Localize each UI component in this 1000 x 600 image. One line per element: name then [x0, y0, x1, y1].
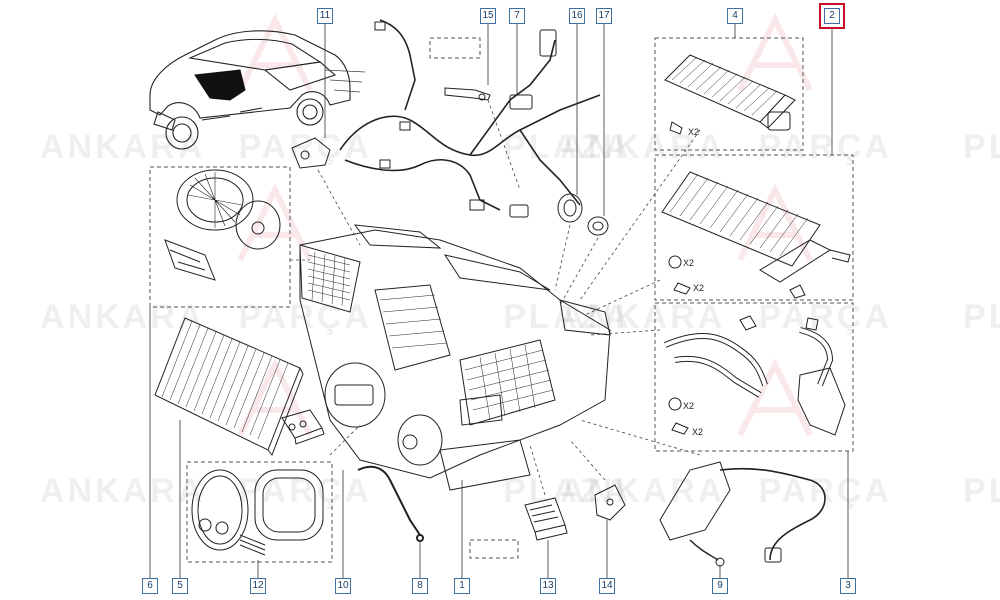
callout-9[interactable]: 9	[712, 578, 728, 594]
heater-core-illustration	[664, 54, 796, 135]
quantity-label-screw-mid: X2	[693, 283, 705, 293]
control-module-illustration	[524, 497, 568, 541]
evaporator-illustration	[661, 171, 851, 299]
watermark-middle: PARÇA	[758, 128, 891, 166]
blower-harness-illustration	[659, 461, 826, 567]
callout-10[interactable]: 10	[335, 578, 351, 594]
callout-14[interactable]: 14	[599, 578, 615, 594]
callout-1[interactable]: 1	[454, 578, 470, 594]
watermark-tail: PLAZA	[503, 128, 632, 166]
callout-13[interactable]: 13	[540, 578, 556, 594]
blower-motor-illustration	[164, 169, 281, 281]
watermark-row-4: ANKARA PARÇA PLAZA	[560, 298, 1000, 337]
plug-illustration	[557, 193, 583, 223]
watermark-tail: PLAZA	[963, 128, 1000, 166]
wiring-harness-illustration	[339, 19, 601, 211]
leader-lines	[149, 24, 849, 578]
hoses-illustration	[663, 315, 846, 436]
callout-8[interactable]: 8	[412, 578, 428, 594]
car-hatch-lines	[324, 69, 366, 93]
callout-2-highlighted[interactable]: 2	[819, 3, 845, 29]
group-box-seals	[186, 461, 333, 563]
group-box-note-bottom	[469, 539, 519, 559]
watermark-row-2: ANKARA PARÇA PLAZA	[560, 128, 1000, 167]
group-box-note-top	[429, 37, 481, 59]
callout-17[interactable]: 17	[596, 8, 612, 24]
drain-pipe-illustration	[357, 465, 424, 542]
pollen-filter-illustration	[154, 317, 304, 456]
watermark-brand: ANKARA	[40, 472, 205, 510]
group-boxes	[149, 37, 854, 563]
watermark-middle: PARÇA	[758, 298, 891, 336]
car-highlight-region	[194, 69, 246, 101]
watermark-brand: ANKARA	[560, 298, 725, 336]
callout-5[interactable]: 5	[172, 578, 188, 594]
quantity-label-ring-mid: X2	[683, 258, 695, 268]
callout-11[interactable]: 11	[317, 8, 333, 24]
resistor-illustration	[281, 409, 325, 445]
watermark-tail: PLAZA	[963, 472, 1000, 510]
hvac-housing-illustration	[299, 224, 611, 491]
group-box-heater-core	[654, 37, 804, 151]
seals-illustration	[191, 469, 324, 556]
watermark-brand: ANKARA	[40, 298, 205, 336]
watermark-row-3: ANKARA PARÇA PLAZA	[40, 298, 631, 337]
watermark-brand: ANKARA	[560, 472, 725, 510]
group-box-evaporator	[654, 154, 854, 301]
grommet-illustration	[587, 216, 609, 236]
quantity-label-screw-low: X2	[692, 427, 704, 437]
leader-lines-dashed	[290, 99, 701, 496]
watermark-logo	[237, 13, 813, 437]
watermark-brand: ANKARA	[560, 128, 725, 166]
callout-15[interactable]: 15	[480, 8, 496, 24]
callout-16[interactable]: 16	[569, 8, 585, 24]
group-box-hoses	[654, 302, 854, 452]
callout-3[interactable]: 3	[840, 578, 856, 594]
temperature-sensor-illustration	[594, 484, 626, 521]
callout-7[interactable]: 7	[509, 8, 525, 24]
actuator-illustration	[291, 137, 331, 169]
harness-connectors	[374, 21, 557, 218]
watermark-tail: PLAZA	[963, 298, 1000, 336]
callout-6[interactable]: 6	[142, 578, 158, 594]
quantity-label-screw-top: X2	[688, 127, 700, 137]
group-box-blower	[149, 166, 291, 308]
car-illustration	[149, 30, 351, 150]
callout-4[interactable]: 4	[727, 8, 743, 24]
watermark-middle: PARÇA	[238, 298, 371, 336]
quantity-label-ring-low: X2	[683, 401, 695, 411]
callout-12[interactable]: 12	[250, 578, 266, 594]
sensor-illustration	[444, 87, 491, 101]
